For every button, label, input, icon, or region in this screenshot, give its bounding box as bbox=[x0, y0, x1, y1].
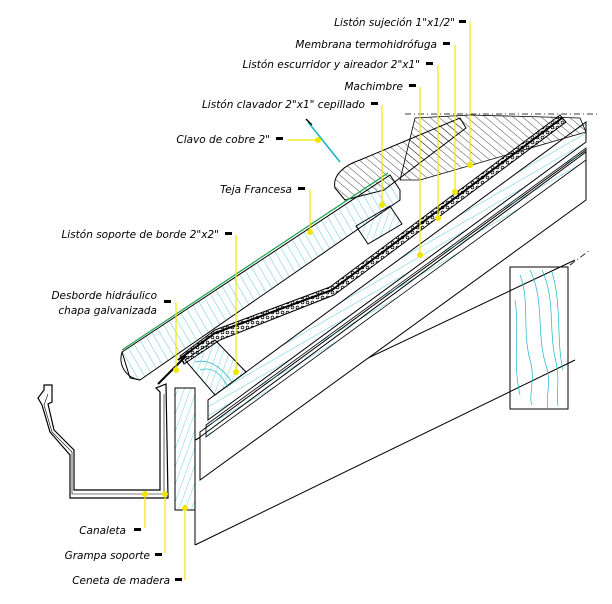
callout-desborde: Desborde hidráulico chapa galvanizada bbox=[51, 290, 171, 317]
label-teja: Teja Francesa bbox=[220, 184, 292, 196]
fascia-board bbox=[174, 387, 196, 511]
label-canaleta: Canaleta bbox=[79, 525, 126, 537]
liston-soporte-borde bbox=[184, 339, 247, 396]
label-tick bbox=[371, 102, 378, 105]
liston-escurridor-small bbox=[355, 205, 403, 245]
label-tick bbox=[134, 528, 141, 531]
label-tick bbox=[409, 84, 416, 87]
callout-grampa: Grampa soporte bbox=[65, 550, 162, 562]
label-tick bbox=[164, 300, 171, 303]
callout-membrana: Membrana termohidrófuga bbox=[295, 39, 450, 51]
leader-lines bbox=[142, 22, 473, 580]
callout-clavo: Clavo de cobre 2" bbox=[176, 134, 283, 146]
label-tick bbox=[276, 137, 283, 140]
label-desborde-2: chapa galvanizada bbox=[58, 305, 157, 317]
callout-liston-sujecion: Listón sujeción 1"x1/2" bbox=[334, 17, 466, 29]
label-grampa: Grampa soporte bbox=[65, 550, 150, 562]
label-tick bbox=[225, 232, 232, 235]
copper-nail bbox=[305, 118, 341, 163]
label-liston-sujecion: Listón sujeción 1"x1/2" bbox=[334, 17, 455, 29]
label-liston-soporte: Listón soporte de borde 2"x2" bbox=[61, 229, 219, 241]
wall-timber-post bbox=[509, 266, 569, 410]
liston-clavador bbox=[334, 117, 467, 201]
rafter bbox=[195, 147, 587, 481]
callout-liston-escurridor: Listón escurridor y aireador 2"x1" bbox=[242, 59, 433, 71]
label-tick bbox=[175, 578, 182, 581]
label-tick bbox=[443, 42, 450, 45]
drip-flashing bbox=[157, 355, 187, 385]
label-tick bbox=[155, 553, 162, 556]
label-ceneta: Ceneta de madera bbox=[72, 575, 170, 587]
label-machimbre: Machimbre bbox=[344, 81, 403, 93]
label-desborde-1: Desborde hidráulico bbox=[51, 290, 157, 302]
callout-liston-soporte: Listón soporte de borde 2"x2" bbox=[61, 229, 232, 241]
callout-liston-clavador: Listón clavador 2"x1" cepillado bbox=[202, 99, 378, 111]
label-liston-clavador: Listón clavador 2"x1" cepillado bbox=[202, 99, 365, 111]
machimbre-board bbox=[207, 121, 587, 421]
callout-teja: Teja Francesa bbox=[220, 184, 305, 196]
label-tick bbox=[426, 62, 433, 65]
callout-canaleta: Canaleta bbox=[79, 525, 141, 537]
label-liston-escurridor: Listón escurridor y aireador 2"x1" bbox=[242, 59, 420, 71]
label-membrana: Membrana termohidrófuga bbox=[295, 39, 437, 51]
french-tile bbox=[120, 172, 401, 381]
label-tick bbox=[298, 187, 305, 190]
gutter bbox=[37, 383, 169, 499]
label-tick bbox=[459, 20, 466, 23]
callout-ceneta: Ceneta de madera bbox=[72, 575, 182, 587]
label-clavo: Clavo de cobre 2" bbox=[176, 134, 270, 146]
callout-machimbre: Machimbre bbox=[344, 81, 416, 93]
